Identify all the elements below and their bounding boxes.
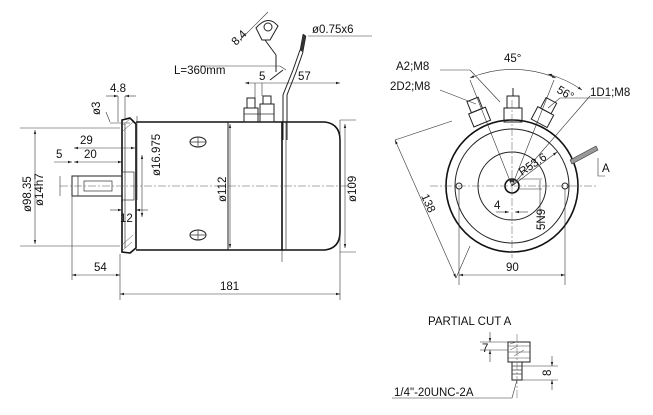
spline-label: 5N9 <box>536 209 548 230</box>
terminal-studs <box>243 95 275 123</box>
dim-98-35-label: ø98.35 <box>22 176 34 212</box>
dim-12-label: 12 <box>120 213 133 225</box>
dim-16-975-label: ø16.975 <box>151 134 163 176</box>
terminal-a2 <box>503 88 523 123</box>
dim-57-label: 57 <box>298 71 311 83</box>
cut-dim-8-label: 8 <box>542 370 554 376</box>
terminal-hole-label: 8.4 <box>230 28 250 48</box>
dim-181-label: 181 <box>220 281 239 293</box>
cut-dim-7-label: 7 <box>482 343 488 355</box>
end-view: 45° 56° A2;M8 2D2;M8 1D1;M8 R53.6 4 5N9 … <box>390 53 630 285</box>
partial-cut-title: PARTIAL CUT A <box>428 316 512 328</box>
front-flange <box>121 117 137 254</box>
dim-14h7-label: ø14h7 <box>34 173 46 206</box>
thread-label: 1/4"-20UNC-2A <box>394 387 474 399</box>
dim-29-label: 29 <box>80 135 93 147</box>
dim-5-shaft-label: 5 <box>56 149 62 161</box>
terminal-a2-label: A2;M8 <box>396 61 429 73</box>
side-view: L=360mm ø0.75x6 8.4 4.8 ø3 5 57 29 5 20 … <box>20 11 372 300</box>
dim-4-8-label: 4.8 <box>110 83 126 95</box>
pole-screw-bottom <box>189 229 207 241</box>
cable-length-label: L=360mm <box>174 65 225 77</box>
dim-138-label: 138 <box>418 192 437 214</box>
terminal-2d2-label: 2D2;M8 <box>390 81 430 93</box>
terminal-1d1 <box>530 96 558 129</box>
pole-screw-top <box>189 136 207 148</box>
section-marker-label: A <box>602 163 610 175</box>
terminal-2d2 <box>466 96 492 128</box>
dim-20-label: 20 <box>84 149 97 161</box>
dimension-lines <box>33 11 372 296</box>
dim-4-label: 4 <box>494 200 501 212</box>
terminal-1d1-label: 1D1;M8 <box>590 87 630 99</box>
angle-56-label: 56° <box>555 84 576 103</box>
dim-5-top-label: 5 <box>259 71 265 83</box>
cable-exit <box>569 145 599 165</box>
dim-90-label: 90 <box>506 262 519 274</box>
dim-109-label: ø109 <box>347 176 359 202</box>
dim-3-label: ø3 <box>91 102 103 115</box>
angle-45-label: 45° <box>504 53 521 65</box>
wire-diameter-label: ø0.75x6 <box>312 24 354 36</box>
partial-cut: PARTIAL CUT A 7 8 1/4"-20UNC-2A <box>392 316 558 399</box>
dim-112-label: ø112 <box>217 177 229 202</box>
dim-54-label: 54 <box>94 262 107 274</box>
